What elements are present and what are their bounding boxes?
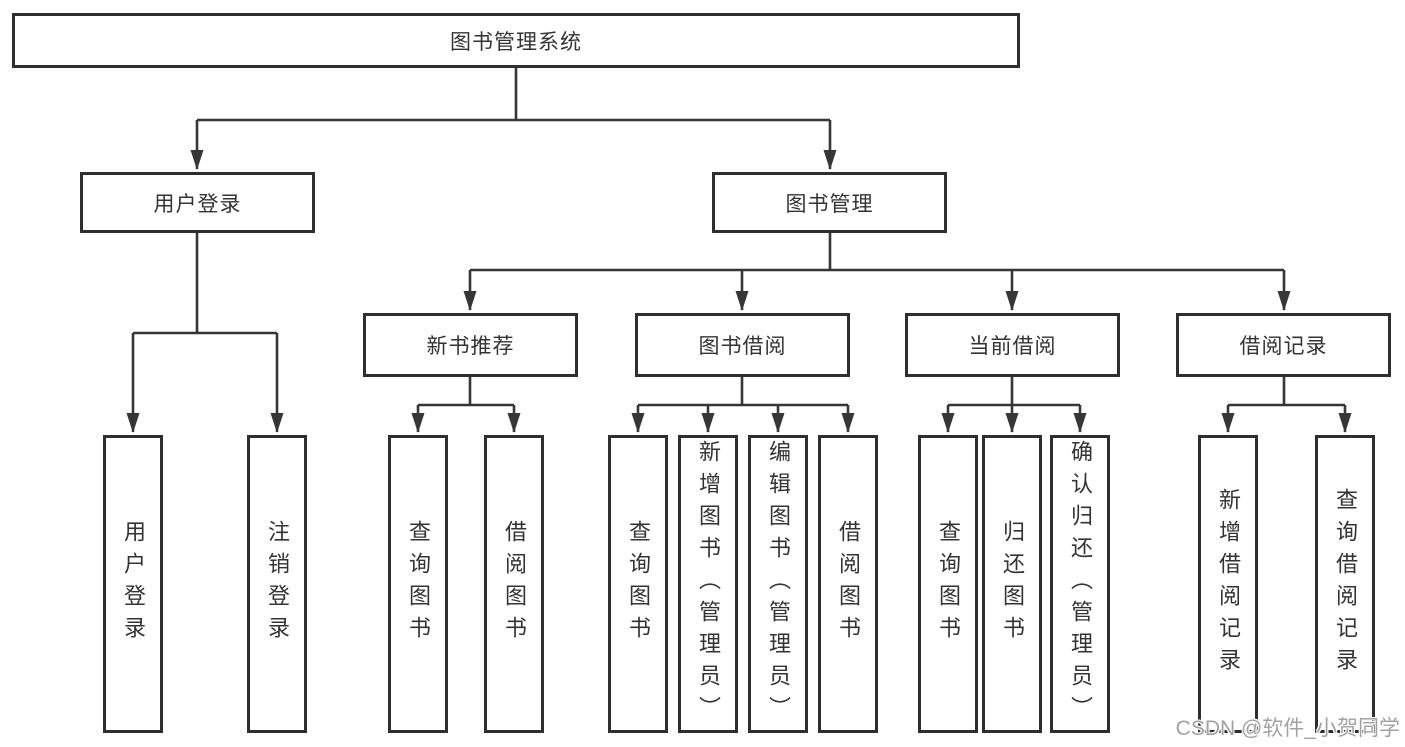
leaf-borrowing-query-books-label: 查询图书	[626, 520, 651, 648]
leaf-recommend-borrow-books: 借阅图书	[484, 435, 544, 733]
node-book-management: 图书管理	[712, 172, 947, 233]
leaf-edit-books-admin-label: 编辑图书（管理员）	[766, 440, 791, 728]
leaf-confirm-return-admin: 确认归还（管理员）	[1050, 435, 1110, 733]
leaf-recommend-borrow-books-label: 借阅图书	[502, 520, 527, 648]
leaf-borrowing-query-books: 查询图书	[608, 435, 668, 733]
leaf-query-borrow-record: 查询借阅记录	[1315, 435, 1375, 733]
leaf-borrow-books-label: 借阅图书	[836, 520, 861, 648]
node-book-borrowing-label: 图书借阅	[698, 335, 787, 358]
leaf-query-borrow-record-label: 查询借阅记录	[1333, 488, 1358, 680]
node-user-login: 用户登录	[80, 172, 315, 233]
leaf-edit-books-admin: 编辑图书（管理员）	[748, 435, 808, 733]
leaf-user-login: 用户登录	[103, 435, 163, 733]
leaf-return-books: 归还图书	[982, 435, 1042, 733]
watermark: CSDN @软件_小贺同学	[1175, 717, 1400, 740]
leaf-user-login-label: 用户登录	[121, 520, 146, 648]
node-new-book-recommendation-label: 新书推荐	[426, 335, 515, 358]
node-new-book-recommendation: 新书推荐	[363, 313, 578, 377]
tree-bus-lines	[133, 68, 1345, 407]
leaf-logout-login-label: 注销登录	[265, 520, 290, 648]
leaf-add-borrow-record: 新增借阅记录	[1198, 435, 1258, 733]
node-root: 图书管理系统	[12, 13, 1020, 68]
leaf-logout-login: 注销登录	[247, 435, 307, 733]
leaf-recommend-query-books: 查询图书	[388, 435, 448, 733]
leaf-recommend-query-books-label: 查询图书	[406, 520, 431, 648]
leaf-add-borrow-record-label: 新增借阅记录	[1216, 488, 1241, 680]
leaf-confirm-return-admin-label: 确认归还（管理员）	[1068, 440, 1093, 728]
leaf-return-books-label: 归还图书	[1000, 520, 1025, 648]
node-borrowing-records-label: 借阅记录	[1239, 335, 1328, 358]
node-borrowing-records: 借阅记录	[1176, 313, 1391, 377]
leaf-add-books-admin-label: 新增图书（管理员）	[696, 440, 721, 728]
node-book-borrowing: 图书借阅	[635, 313, 850, 377]
node-user-login-label: 用户登录	[153, 192, 242, 216]
leaf-current-query-books-label: 查询图书	[936, 520, 961, 648]
node-current-borrowing: 当前借阅	[905, 313, 1120, 377]
leaf-add-books-admin: 新增图书（管理员）	[678, 435, 738, 733]
leaf-current-query-books: 查询图书	[918, 435, 978, 733]
node-root-label: 图书管理系统	[450, 30, 582, 54]
node-current-borrowing-label: 当前借阅	[968, 335, 1057, 358]
node-book-management-label: 图书管理	[785, 192, 874, 216]
leaf-borrow-books: 借阅图书	[818, 435, 878, 733]
